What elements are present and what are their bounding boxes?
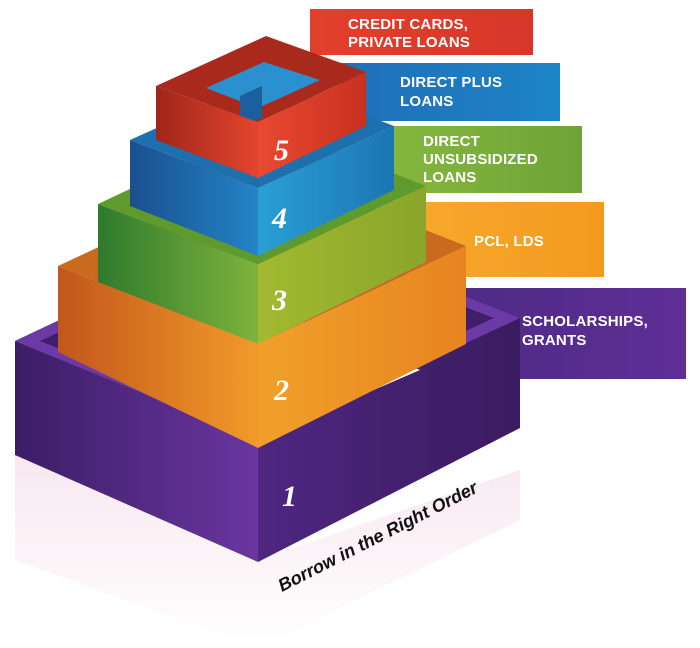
tier-3-label-line-2: UNSUBSIDIZED [423, 151, 538, 168]
tier-2-label-line-1: PCL, LDS [474, 233, 544, 250]
tier-1-number: 1 [282, 480, 297, 513]
tier-3-label: DIRECT UNSUBSIDIZED LOANS [423, 133, 542, 186]
tier-4-label-line-1: DIRECT PLUS [400, 74, 502, 91]
tier-3-front [98, 204, 258, 344]
tier-1-label-line-2: GRANTS [522, 332, 587, 349]
tier-5-notch [240, 86, 262, 128]
tier-5-inner-floor [206, 62, 320, 108]
tier-3-label-line-1: DIRECT [423, 133, 480, 150]
tier-3-side [258, 186, 426, 344]
tier-5-label-line-2: PRIVATE LOANS [348, 34, 470, 51]
tier-4-banner-bg [340, 63, 560, 121]
tier-3-banner: DIRECT UNSUBSIDIZED LOANS [385, 126, 582, 193]
tier-4-side [258, 126, 394, 256]
tier-2-front [58, 266, 258, 448]
floor-reflection [15, 440, 520, 648]
tier-3-number: 3 [271, 284, 287, 317]
tier-5-banner-bg [310, 9, 533, 55]
tier-4-banner: DIRECT PLUS LOANS [340, 63, 560, 121]
tier-5-label-line-1: CREDIT CARDS, [348, 16, 468, 33]
tier-2-number: 2 [273, 374, 289, 407]
tier-2-label: PCL, LDS [474, 233, 544, 250]
tier-5-banner: CREDIT CARDS, PRIVATE LOANS [310, 9, 533, 55]
tier-5-front [156, 86, 258, 178]
tier-2-banner: PCL, LDS [405, 202, 604, 277]
tier-4-label: DIRECT PLUS LOANS [400, 74, 507, 110]
tier-1-side [258, 318, 520, 562]
tier-3-label-line-3: LOANS [423, 169, 477, 186]
tier-4-label-line-2: LOANS [400, 93, 454, 110]
tier-2-side [258, 246, 466, 448]
tier-5-block [156, 36, 366, 178]
tier-1-label: SCHOLARSHIPS, GRANTS [522, 313, 652, 349]
tier-5-label: CREDIT CARDS, PRIVATE LOANS [348, 16, 472, 51]
tier-1-front [15, 341, 258, 562]
tier-1-label-line-1: SCHOLARSHIPS, [522, 313, 648, 330]
tier-3-banner-bg [385, 126, 582, 193]
tier-5-number: 5 [274, 134, 289, 167]
tier-4-front [130, 140, 258, 256]
tier-5-side [258, 72, 366, 178]
tier-4-number: 4 [271, 202, 287, 235]
